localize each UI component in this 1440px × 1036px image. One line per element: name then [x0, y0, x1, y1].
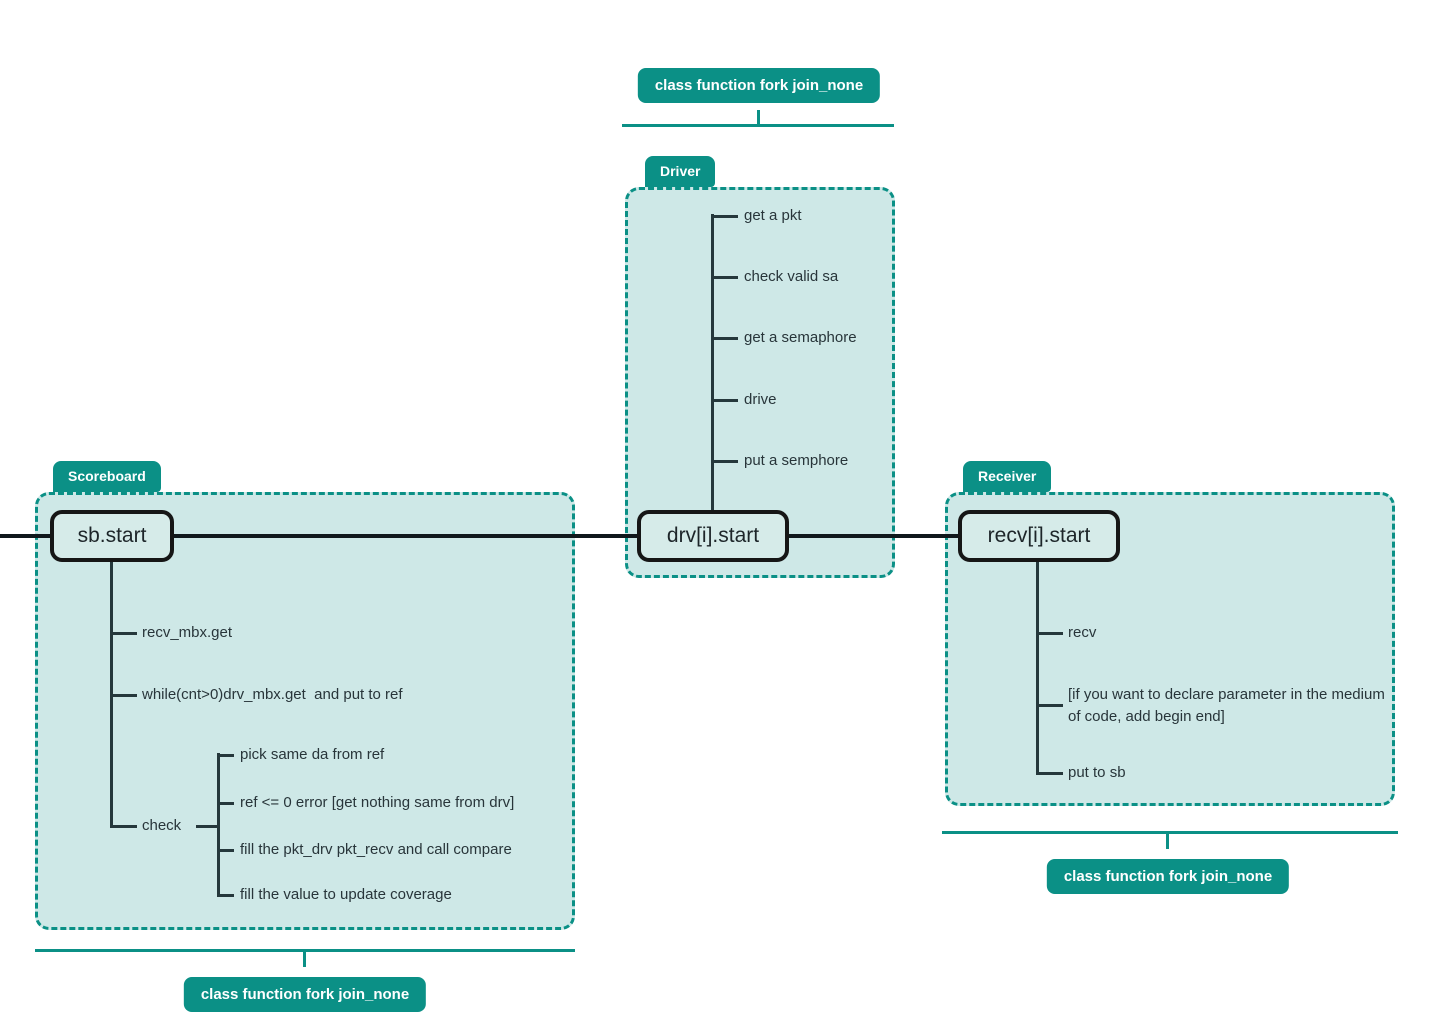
scoreboard-annotation-tick	[303, 952, 306, 967]
receiver-annotation-tick	[1166, 834, 1169, 849]
driver-annotation-badge: class function fork join_none	[637, 68, 881, 103]
driver-branch-label: drive	[744, 391, 777, 408]
receiver-branch-tick	[1036, 772, 1063, 775]
driver-branch-label: get a pkt	[744, 207, 802, 224]
driver-branch-label: check valid sa	[744, 268, 839, 285]
driver-branch-tick	[711, 215, 738, 218]
driver-node: drv[i].start	[637, 510, 789, 562]
scoreboard-branch-label: check	[142, 817, 182, 834]
check-sub-branch-tick	[217, 849, 234, 852]
check-sub-branch-tick	[217, 754, 234, 757]
driver-branch-tick	[711, 337, 738, 340]
receiver-branch-tick	[1036, 704, 1063, 707]
check-sub-branch-label: ref <= 0 error [get nothing same from dr…	[240, 794, 515, 811]
receiver-node: recv[i].start	[958, 510, 1120, 562]
scoreboard-branch-label: recv_mbx.get	[142, 624, 233, 641]
driver-annotation-tick	[757, 110, 760, 124]
check-subtree-tick	[196, 825, 219, 828]
scoreboard-annotation-badge: class function fork join_none	[183, 977, 427, 1012]
check-sub-branch-label: pick same da from ref	[240, 746, 385, 763]
scoreboard-branch-tick	[110, 825, 137, 828]
driver-branch-tick	[711, 460, 738, 463]
driver-annotation-line	[622, 124, 894, 127]
receiver-branch-label: recv	[1068, 624, 1097, 641]
driver-tree-trunk	[711, 214, 714, 512]
receiver-tag: Receiver	[963, 461, 1052, 492]
receiver-annotation-line	[942, 831, 1398, 834]
scoreboard-tag: Scoreboard	[53, 461, 161, 492]
scoreboard-branch-label: while(cnt>0)drv_mbx.get and put to ref	[142, 686, 403, 703]
main-connector-line	[0, 534, 1000, 538]
receiver-branch-label: [if you want to declare parameter in the…	[1068, 686, 1385, 725]
driver-branch-label: get a semaphore	[744, 329, 857, 346]
scoreboard-annotation-line	[35, 949, 575, 952]
scoreboard-node: sb.start	[50, 510, 174, 562]
receiver-branch-tick	[1036, 632, 1063, 635]
scoreboard-branch-tick	[110, 694, 137, 697]
check-sub-branch-tick	[217, 802, 234, 805]
check-sub-branch-tick	[217, 894, 234, 897]
driver-tag: Driver	[645, 156, 716, 187]
receiver-tree-trunk	[1036, 560, 1039, 775]
driver-branch-tick	[711, 276, 738, 279]
driver-branch-label: put a semphore	[744, 452, 849, 469]
driver-branch-tick	[711, 399, 738, 402]
scoreboard-branch-tick	[110, 632, 137, 635]
check-subtree-trunk	[217, 753, 220, 897]
receiver-annotation-badge: class function fork join_none	[1046, 859, 1290, 894]
receiver-branch-label: put to sb	[1068, 764, 1126, 781]
check-sub-branch-label: fill the value to update coverage	[240, 886, 452, 903]
check-sub-branch-label: fill the pkt_drv pkt_recv and call compa…	[240, 841, 512, 858]
scoreboard-box	[35, 492, 575, 930]
